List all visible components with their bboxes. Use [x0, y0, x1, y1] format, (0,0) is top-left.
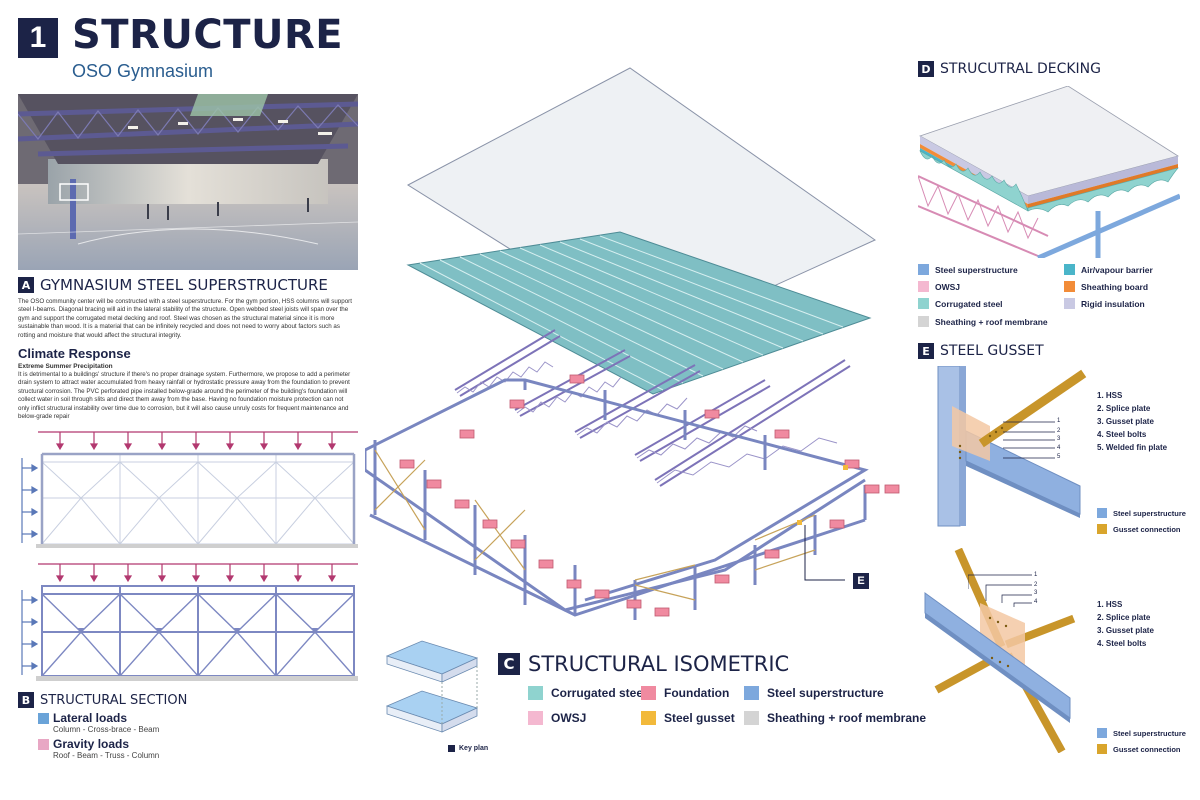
decking-legend-corrugated: Corrugated steel — [918, 298, 1003, 309]
gusset-detail-1-callouts — [1003, 418, 1073, 466]
legend-corrugated-steel: Corrugated steel — [528, 686, 646, 700]
gusset-detail-2-callout-numbers: 1 2 3 4 — [1034, 572, 1038, 605]
climate-response-title: Climate Response — [18, 346, 131, 361]
gusset-detail-2-diagram — [920, 547, 1080, 754]
gusset-legend-1-gusset: Gusset connection — [1097, 524, 1186, 534]
section-d-letter: D — [918, 61, 934, 77]
section-c-heading: C STRUCTURAL ISOMETRIC — [498, 652, 789, 676]
decking-legend-sheathing-board: Sheathing board — [1064, 281, 1148, 292]
gravity-loads-swatch — [38, 738, 49, 750]
key-plan-diagram — [382, 636, 492, 746]
decking-legend-air-vapour: Air/vapour barrier — [1064, 264, 1153, 275]
gusset-detail-1-parts: 1. HSS 2. Splice plate 3. Gusset plate 4… — [1097, 391, 1168, 452]
structural-isometric-diagram — [363, 60, 905, 630]
gusset-detail-1-callout-numbers: 1 2 3 4 5 — [1057, 418, 1061, 460]
legend-steel-superstructure: Steel superstructure — [744, 686, 884, 700]
section-d-heading: D STRUCUTRAL DECKING — [918, 61, 1101, 77]
decking-legend-rigid-insulation: Rigid insulation — [1064, 298, 1145, 309]
gym-interior-render — [18, 94, 358, 270]
section-e-title: STEEL GUSSET — [940, 343, 1044, 359]
gusset-legend-1: Steel superstructure Gusset connection — [1097, 508, 1186, 534]
section-a-letter: A — [18, 277, 34, 293]
gravity-load-section-diagram — [18, 560, 363, 688]
lateral-load-section-diagram — [18, 428, 363, 553]
legend-foundation: Foundation — [641, 686, 729, 700]
isometric-legend: Corrugated steel Foundation Steel supers… — [528, 686, 928, 736]
key-plan-label: Key plan — [448, 745, 488, 752]
legend-owsj: OWSJ — [528, 711, 586, 725]
gusset-callout-e: E — [853, 573, 869, 589]
gusset-legend-2-gusset: Gusset connection — [1097, 744, 1186, 754]
section-a-body: The OSO community center will be constru… — [18, 298, 352, 339]
gusset-detail-2-parts: 1. HSS 2. Splice plate 3. Gusset plate 4… — [1097, 600, 1154, 648]
section-number-badge: 1 — [18, 18, 58, 58]
section-b-letter: B — [18, 692, 34, 708]
lateral-loads-title: Lateral loads — [53, 711, 128, 725]
decking-legend: Steel superstructure Air/vapour barrier … — [918, 264, 1188, 332]
gravity-loads-title: Gravity loads — [53, 737, 130, 751]
gravity-loads-path: Roof - Beam - Truss - Column — [53, 751, 160, 760]
section-e-heading: E STEEL GUSSET — [918, 343, 1044, 359]
decking-legend-steel: Steel superstructure — [918, 264, 1018, 275]
decking-detail-diagram — [917, 85, 1182, 261]
lateral-loads-path: Column - Cross-brace - Beam — [53, 725, 160, 734]
section-c-title: STRUCTURAL ISOMETRIC — [528, 652, 790, 676]
legend-sheathing-roof: Sheathing + roof membrane — [744, 711, 926, 725]
key-plan-swatch — [448, 745, 455, 752]
climate-response-body: It is detrimental to a buildings' struct… — [18, 371, 351, 421]
page-title: STRUCTURE — [72, 12, 344, 58]
lateral-loads-legend: Lateral loads Column - Cross-brace - Bea… — [38, 711, 159, 734]
section-a-title: GYMNASIUM STEEL SUPERSTRUCTURE — [40, 276, 328, 294]
legend-steel-gusset: Steel gusset — [641, 711, 735, 725]
gusset-detail-2-callouts — [967, 571, 1038, 611]
section-a-heading: A GYMNASIUM STEEL SUPERSTRUCTURE — [18, 276, 328, 294]
gusset-legend-1-steel: Steel superstructure — [1097, 508, 1186, 518]
key-plan-text: Key plan — [459, 745, 489, 752]
climate-response-subtitle: Extreme Summer Precipitation — [18, 363, 113, 370]
gusset-legend-2-steel: Steel superstructure — [1097, 728, 1186, 738]
page-subtitle: OSO Gymnasium — [72, 61, 214, 81]
lateral-loads-swatch — [38, 712, 49, 724]
gravity-loads-legend: Gravity loads Roof - Beam - Truss - Colu… — [38, 737, 159, 760]
decking-legend-sheathing-roof: Sheathing + roof membrane — [918, 316, 1048, 327]
section-b-heading: B STRUCTURAL SECTION — [18, 692, 187, 708]
section-d-title: STRUCUTRAL DECKING — [940, 61, 1102, 77]
decking-legend-owsj: OWSJ — [918, 281, 960, 292]
gusset-detail-1-diagram — [930, 365, 1090, 531]
section-e-letter: E — [918, 343, 934, 359]
gusset-legend-2: Steel superstructure Gusset connection — [1097, 728, 1186, 754]
section-c-letter: C — [498, 653, 520, 675]
section-b-title: STRUCTURAL SECTION — [40, 692, 188, 708]
